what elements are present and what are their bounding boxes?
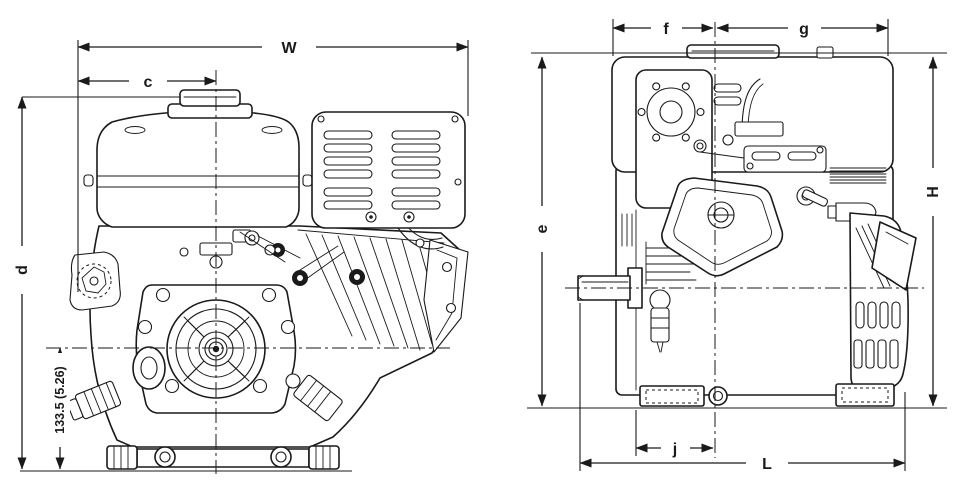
- sediment-cup: [649, 289, 671, 353]
- label-mask: [533, 206, 551, 252]
- label-mask: [746, 454, 788, 472]
- fuel-tank: [83, 110, 313, 228]
- dim-label-l: L: [762, 456, 772, 473]
- label-mask: [50, 353, 70, 447]
- exhaust-deflector: [871, 221, 917, 291]
- front-view: W c d 133.5 (5.26): [13, 38, 469, 474]
- air-cleaner: [661, 177, 784, 277]
- control-panel: [693, 78, 827, 173]
- muffler-side: [849, 212, 917, 391]
- dim-label-h: H: [925, 186, 942, 198]
- label-mask: [788, 19, 821, 37]
- label-mask: [129, 72, 167, 90]
- muffler-louvers: [323, 130, 441, 210]
- dim-label-j: j: [672, 441, 677, 458]
- dim-front-to-centerline: f: [612, 19, 714, 56]
- ignition-bracket: [69, 251, 121, 311]
- dim-overall-height: d: [13, 96, 352, 472]
- dim-case-to-centerline: j: [635, 410, 714, 458]
- dim-label-e: e: [534, 224, 551, 233]
- recoil-starter: [635, 69, 742, 209]
- base-side: [639, 383, 895, 407]
- muffler-front: [311, 111, 466, 229]
- centerlines-front: [46, 70, 450, 474]
- centerlines-side: [565, 22, 924, 458]
- dim-label-w: W: [281, 40, 297, 57]
- mounting-base: [106, 445, 340, 470]
- label-mask: [661, 439, 690, 457]
- dim-label-c: c: [144, 74, 153, 91]
- label-mask: [924, 168, 942, 216]
- fuel-valve: [796, 186, 829, 207]
- cylinder-head: [423, 239, 469, 353]
- dim-crank-height: 133.5 (5.26): [50, 347, 70, 470]
- oil-drain-plug: [66, 380, 122, 421]
- dim-label-f: f: [663, 21, 669, 38]
- dim-label-g: g: [799, 21, 809, 38]
- label-mask: [651, 19, 682, 37]
- side-view: f g e H j: [527, 19, 947, 473]
- engine-mount-bracket: [285, 373, 343, 422]
- label-mask: [13, 246, 31, 294]
- fuel-filler-cap: [167, 89, 253, 119]
- filler-cap-side: [686, 44, 834, 59]
- dim-left-to-centerline: c: [77, 72, 217, 91]
- dim-overall-width: W: [77, 38, 469, 292]
- heat-shield-slots: [853, 301, 901, 369]
- tank-rib-band: [829, 167, 887, 184]
- dim-label-crank-height: 133.5 (5.26): [53, 366, 67, 433]
- label-mask: [262, 38, 316, 56]
- dim-height-rear: H: [924, 56, 942, 407]
- dim-overall-length: L: [579, 303, 906, 473]
- dim-centerline-to-rear: g: [716, 19, 889, 56]
- side-cover-oval: [132, 346, 166, 390]
- dim-label-d: d: [14, 265, 31, 275]
- dim-height-front: e: [533, 56, 551, 407]
